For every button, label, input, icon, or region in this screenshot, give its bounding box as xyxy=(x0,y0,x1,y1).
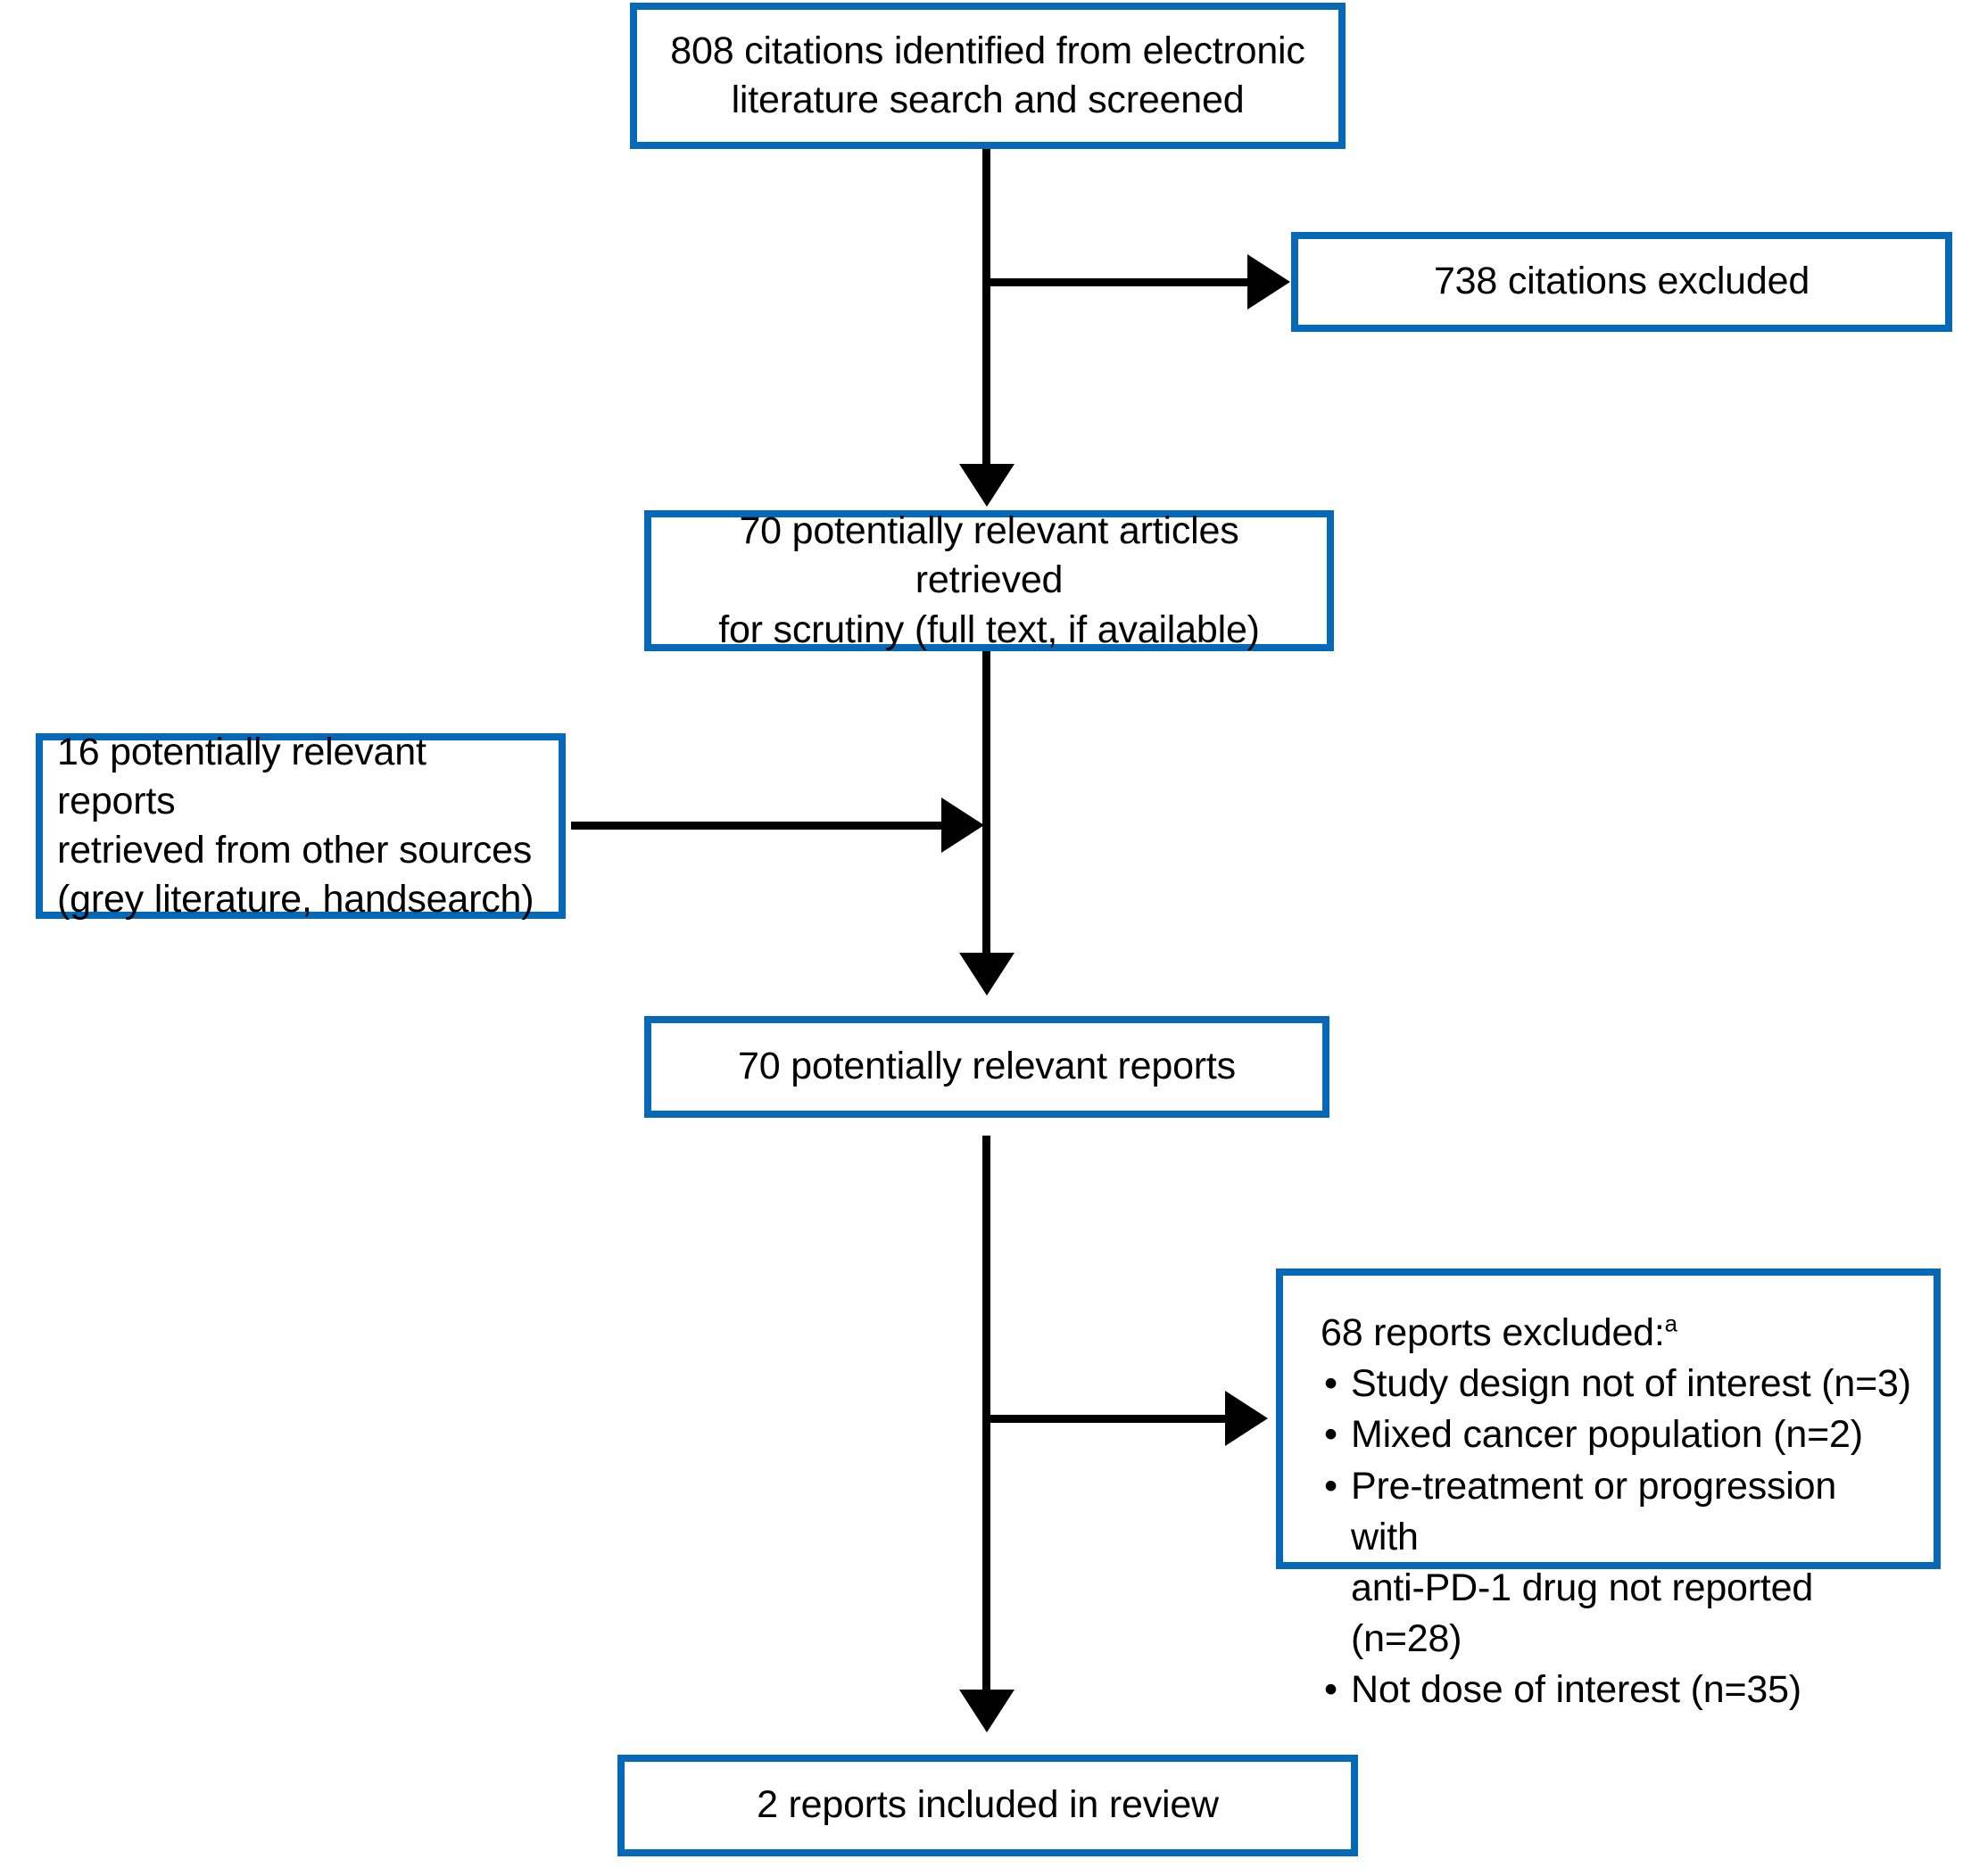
arrow-identified-to-excluded-citations xyxy=(1247,254,1290,310)
connector-retrieved-to-relevant-reports-line xyxy=(982,651,990,956)
arrow-retrieved-to-relevant-reports xyxy=(959,953,1014,996)
arrow-relevant-reports-to-excluded-reports xyxy=(1225,1391,1268,1446)
node-citations-identified-label: 808 citations identified from electronic… xyxy=(670,29,1305,121)
node-reports-excluded-heading: 68 reports excluded:a xyxy=(1321,1308,1912,1359)
node-relevant-reports: 70 potentially relevant reports xyxy=(644,1016,1329,1118)
footnote-marker-a: a xyxy=(1664,1311,1677,1337)
arrow-relevant-reports-to-included xyxy=(959,1690,1014,1732)
node-reports-excluded-heading-text: 68 reports excluded: xyxy=(1321,1311,1665,1354)
node-reports-included: 2 reports included in review xyxy=(617,1755,1358,1856)
node-citations-excluded: 738 citations excluded xyxy=(1291,232,1952,332)
node-reports-excluded-body: 68 reports excluded:a Study design not o… xyxy=(1283,1276,1934,1716)
node-articles-retrieved-label: 70 potentially relevant articles retriev… xyxy=(718,509,1260,651)
arrow-other-sources-to-spine xyxy=(941,798,984,853)
node-reports-excluded-reason-list: Study design not of interest (n=3) Mixed… xyxy=(1321,1359,1912,1716)
node-citations-identified: 808 citations identified from electronic… xyxy=(630,3,1346,149)
node-articles-retrieved: 70 potentially relevant articles retriev… xyxy=(644,509,1334,651)
node-reports-other-sources-label: 16 potentially relevant reports retrieve… xyxy=(57,730,534,921)
connector-identified-to-retrieved-line xyxy=(982,149,990,467)
connector-relevant-reports-to-included-line xyxy=(982,1136,990,1693)
reason-item: Mixed cancer population (n=2) xyxy=(1321,1409,1912,1460)
reason-line-1: Study design not of interest (n=3) xyxy=(1351,1362,1911,1406)
arrow-identified-to-retrieved xyxy=(959,464,1014,507)
connector-relevant-reports-to-excluded-reports-line xyxy=(982,1415,1228,1423)
node-citations-excluded-label: 738 citations excluded xyxy=(1433,260,1810,303)
node-relevant-reports-label: 70 potentially relevant reports xyxy=(738,1045,1236,1088)
reason-line-2: anti-PD-1 drug not reported (n=28) xyxy=(1351,1566,1814,1661)
node-reports-included-label: 2 reports included in review xyxy=(757,1783,1219,1827)
reason-line-1: Not dose of interest (n=35) xyxy=(1351,1668,1801,1712)
node-reports-other-sources: 16 potentially relevant reports retrieve… xyxy=(36,731,566,921)
node-reports-excluded: 68 reports excluded:a Study design not o… xyxy=(1276,1269,1941,1716)
reason-line-1: Pre-treatment or progression with xyxy=(1351,1464,1837,1558)
reason-item: Pre-treatment or progression with anti-P… xyxy=(1321,1461,1912,1665)
connector-identified-to-excluded-citations-line xyxy=(982,278,1250,286)
reason-line-1: Mixed cancer population (n=2) xyxy=(1351,1413,1863,1457)
reason-item: Not dose of interest (n=35) xyxy=(1321,1665,1912,1715)
reason-item: Study design not of interest (n=3) xyxy=(1321,1359,1912,1409)
connector-other-sources-to-spine-line xyxy=(571,822,946,830)
